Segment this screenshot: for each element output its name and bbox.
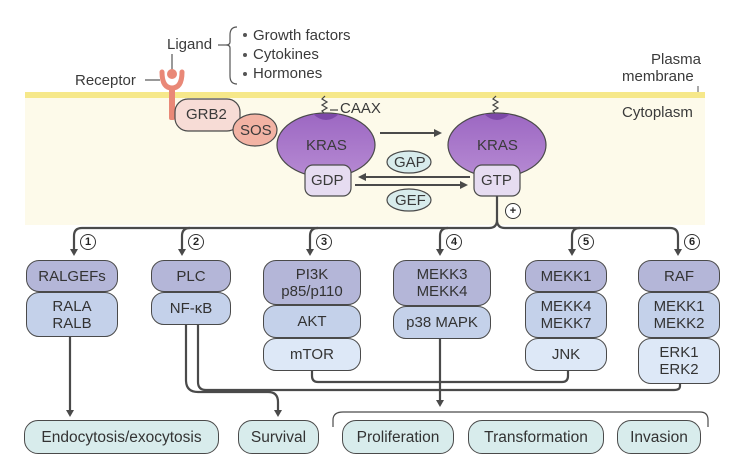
outcome-invasion: Invasion — [617, 420, 701, 454]
branch-lines — [72, 196, 680, 250]
node-mtor: mTOR — [263, 338, 361, 371]
gdp-node — [304, 164, 352, 197]
node-pi3k: PI3K p85/p110 — [263, 260, 361, 305]
gef-node — [386, 188, 432, 212]
ligand-bracket — [225, 26, 238, 85]
sos-node — [232, 113, 278, 147]
pathway-number-4: 4 — [446, 234, 462, 250]
branch-arrowheads — [70, 249, 682, 256]
pathway-number-6: 6 — [684, 234, 700, 250]
node-plc: PLC — [151, 260, 231, 292]
node-mekk3-mekk4: MEKK3 MEKK4 — [393, 260, 491, 306]
node-jnk: JNK — [525, 338, 607, 371]
gdp-label: GDP — [311, 172, 344, 189]
outcome-transformation: Transformation — [468, 420, 604, 454]
receptor-label: Receptor — [75, 72, 136, 89]
pathway-number-1: 1 — [80, 234, 96, 250]
node-mekk4-mekk7: MEKK4 MEKK7 — [525, 292, 607, 338]
kras-inactive-label: KRAS — [306, 137, 347, 154]
membrane-label-line1: Plasma — [651, 51, 702, 68]
downstream-arrowheads — [66, 400, 444, 417]
node-raf: RAF — [638, 260, 720, 292]
node-erk1-erk2: ERK1 ERK2 — [638, 338, 720, 384]
receptor-icon — [145, 69, 185, 120]
outcome-proliferation: Proliferation — [342, 420, 454, 454]
outcome-bracket — [332, 411, 709, 427]
node-rala-ralb: RALA RALB — [26, 292, 118, 337]
ligand-type-growth-factors: Growth factors — [253, 27, 351, 44]
outcome-survival: Survival — [238, 420, 319, 454]
plasma-membrane — [25, 92, 705, 98]
node-ralgefs: RALGEFs — [26, 260, 118, 292]
ligand-label: Ligand — [167, 36, 213, 53]
outcome-endocytosis-exocytosis: Endocytosis/exocytosis — [24, 420, 219, 454]
cytoplasm-label: Cytoplasm — [622, 104, 693, 121]
activation-plus-icon: + — [505, 203, 521, 219]
gtp-label: GTP — [481, 172, 512, 189]
caax-label: CAAX — [340, 100, 381, 117]
ligand-type-hormones: Hormones — [253, 65, 323, 82]
pathway-number-3: 3 — [316, 234, 332, 250]
kras-active-label: KRAS — [477, 137, 518, 154]
node-mekk1-mekk2: MEKK1 MEKK2 — [638, 292, 720, 338]
ligand-type-cytokines: Cytokines — [253, 46, 319, 63]
gap-node — [386, 150, 432, 174]
node-akt: AKT — [263, 305, 361, 338]
grb2-label: GRB2 — [186, 106, 227, 123]
pathway-number-5: 5 — [578, 234, 594, 250]
node-p38-mapk: p38 MAPK — [393, 306, 491, 339]
grb2-node — [174, 98, 241, 132]
pathway-number-2: 2 — [188, 234, 204, 250]
node-nfkb: NF-κB — [151, 292, 231, 325]
gap-label: GAP — [394, 154, 426, 171]
membrane-label-line2: membrane — [622, 68, 694, 85]
sos-label: SOS — [240, 122, 272, 139]
node-mekk1: MEKK1 — [525, 260, 607, 292]
gef-label: GEF — [395, 192, 426, 209]
